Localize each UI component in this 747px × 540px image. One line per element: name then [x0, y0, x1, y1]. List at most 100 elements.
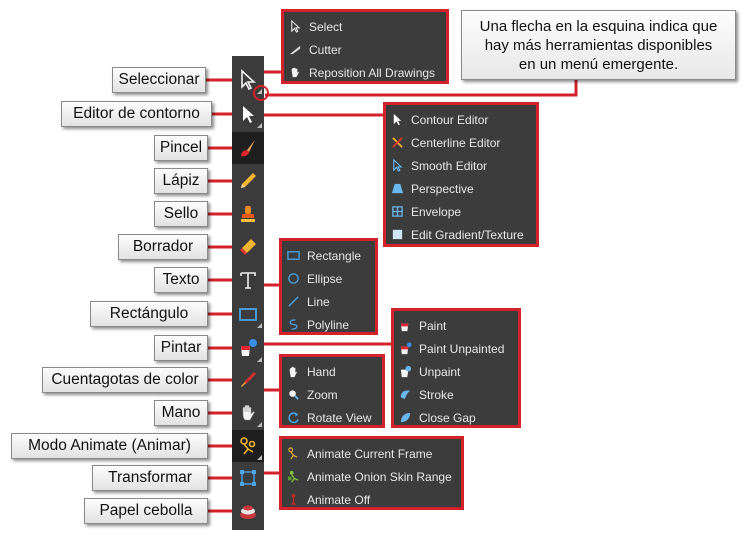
- menu-item-label: Rectangle: [307, 248, 362, 263]
- rectangle-icon: [286, 251, 300, 260]
- brush-icon: [241, 140, 255, 157]
- menu-item-reposition-all-drawings[interactable]: Reposition All Drawings: [284, 61, 446, 84]
- polyline-icon: [289, 319, 297, 330]
- more-tools-corner-icon: [257, 323, 262, 328]
- menu-item-rotate-view[interactable]: Rotate View: [282, 406, 382, 429]
- contour-arrow-icon: [393, 113, 401, 126]
- menu-item-label: Animate Off: [307, 492, 371, 507]
- menu-item-select[interactable]: Select: [284, 15, 446, 38]
- label-pencil: Lápiz: [154, 168, 208, 194]
- transform-tool-button[interactable]: [232, 462, 264, 494]
- reposition-icon: [291, 67, 299, 78]
- select-tools-menu: Select Cutter Reposition All Drawings: [281, 9, 449, 84]
- select-arrow-icon: [241, 69, 257, 91]
- label-transform: Transformar: [92, 465, 208, 491]
- text-t-icon: [240, 272, 256, 289]
- label-contour-editor: Editor de contorno: [61, 101, 212, 127]
- menu-item-smooth-editor[interactable]: Smooth Editor: [386, 154, 536, 177]
- menu-item-contour-editor[interactable]: Contour Editor: [386, 108, 536, 131]
- close-gap-icon: [400, 412, 410, 423]
- menu-item-rectangle[interactable]: Rectangle: [282, 244, 375, 267]
- menu-item-animate-current-frame[interactable]: Animate Current Frame: [282, 442, 461, 465]
- menu-item-edit-gradient-texture[interactable]: Edit Gradient/Texture: [386, 223, 536, 246]
- note-line-1: Una flecha en la esquina indica que: [479, 18, 718, 35]
- stamp-tool-button[interactable]: [232, 198, 264, 230]
- menu-item-label: Zoom: [307, 387, 338, 402]
- dropper-icon: [241, 371, 257, 387]
- eraser-icon: [240, 239, 256, 255]
- label-select: Seleccionar: [112, 67, 206, 93]
- contour-editor-tools-menu: Contour Editor Centerline Editor Smooth …: [383, 102, 539, 247]
- label-text: Texto: [154, 267, 208, 293]
- rectangle-tool-button[interactable]: [232, 298, 264, 330]
- menu-item-animate-onion-skin-range[interactable]: Animate Onion Skin Range: [282, 465, 461, 488]
- corner-arrow-note: Una flecha en la esquina indica que hay …: [461, 10, 736, 80]
- hand-tool-button[interactable]: [232, 397, 264, 429]
- label-stamp: Sello: [154, 201, 208, 227]
- menu-item-unpaint[interactable]: Unpaint: [394, 360, 518, 383]
- menu-item-centerline-editor[interactable]: Centerline Editor: [386, 131, 536, 154]
- tools-toolbar: [232, 56, 264, 530]
- shape-tools-menu: Rectangle Ellipse Line Polyline: [279, 238, 378, 335]
- zoom-icon: [288, 390, 299, 400]
- menu-item-polyline[interactable]: Polyline: [282, 313, 375, 336]
- animate-frame-icon: [287, 447, 297, 460]
- onion-skin-button[interactable]: [232, 495, 264, 527]
- rectangle-icon: [239, 308, 257, 321]
- text-tool-button[interactable]: [232, 264, 264, 296]
- corner-arrow-highlight: [253, 85, 269, 101]
- menu-item-label: Stroke: [419, 387, 454, 402]
- centerline-icon: [391, 137, 403, 148]
- menu-item-perspective[interactable]: Perspective: [386, 177, 536, 200]
- menu-item-close-gap[interactable]: Close Gap: [394, 406, 518, 429]
- label-hand: Mano: [154, 400, 208, 426]
- smooth-icon: [392, 159, 403, 172]
- menu-item-animate-off[interactable]: Animate Off: [282, 488, 461, 511]
- paint-icon: [400, 323, 408, 332]
- stroke-icon: [400, 390, 410, 400]
- gradient-icon: [392, 229, 402, 240]
- menu-item-label: Hand: [307, 364, 336, 379]
- brush-tool-button[interactable]: [232, 132, 264, 164]
- view-tools-menu: Hand Zoom Rotate View: [279, 354, 385, 428]
- menu-item-label: Contour Editor: [411, 112, 489, 127]
- menu-item-label: Centerline Editor: [411, 135, 501, 150]
- label-animate-mode: Modo Animate (Animar): [11, 433, 208, 459]
- more-tools-corner-icon: [257, 422, 262, 427]
- animate-mode-icon: [240, 437, 256, 455]
- onion-skin-icon: [240, 505, 256, 519]
- animate-mode-button[interactable]: [232, 430, 264, 462]
- contour-editor-tool-button[interactable]: [232, 98, 264, 130]
- menu-item-envelope[interactable]: Envelope: [386, 200, 536, 223]
- menu-item-zoom[interactable]: Zoom: [282, 383, 382, 406]
- note-line-3: en un menú emergente.: [518, 56, 679, 73]
- unpaint-icon: [400, 365, 411, 378]
- more-tools-corner-icon: [257, 123, 262, 128]
- menu-item-paint-unpainted[interactable]: Paint Unpainted: [394, 337, 518, 360]
- label-brush: Pincel: [154, 135, 208, 161]
- paint-bucket-icon: [241, 339, 257, 356]
- menu-item-cutter[interactable]: Cutter: [284, 38, 446, 61]
- menu-item-label: Close Gap: [419, 410, 476, 425]
- ellipse-icon: [287, 273, 299, 284]
- menu-item-hand[interactable]: Hand: [282, 360, 382, 383]
- dropper-tool-button[interactable]: [232, 364, 264, 396]
- menu-item-label: Edit Gradient/Texture: [411, 227, 524, 242]
- eraser-tool-button[interactable]: [232, 231, 264, 263]
- more-tools-corner-icon: [257, 455, 262, 460]
- hand-icon: [242, 404, 255, 421]
- label-rectangle: Rectángulo: [90, 301, 208, 327]
- menu-item-stroke[interactable]: Stroke: [394, 383, 518, 406]
- transform-icon: [240, 470, 256, 486]
- envelope-icon: [391, 206, 403, 217]
- pencil-tool-button[interactable]: [232, 165, 264, 197]
- menu-item-ellipse[interactable]: Ellipse: [282, 267, 375, 290]
- menu-item-line[interactable]: Line: [282, 290, 375, 313]
- note-line-2: hay más herramientas disponibles: [484, 37, 713, 54]
- menu-item-paint[interactable]: Paint: [394, 314, 518, 337]
- paint-tool-button[interactable]: [232, 332, 264, 364]
- paint-tools-menu: Paint Paint Unpainted Unpaint Stroke Clo…: [391, 308, 521, 428]
- rotate-view-icon: [287, 412, 299, 424]
- menu-item-label: Ellipse: [307, 271, 343, 286]
- perspective-icon: [391, 183, 403, 194]
